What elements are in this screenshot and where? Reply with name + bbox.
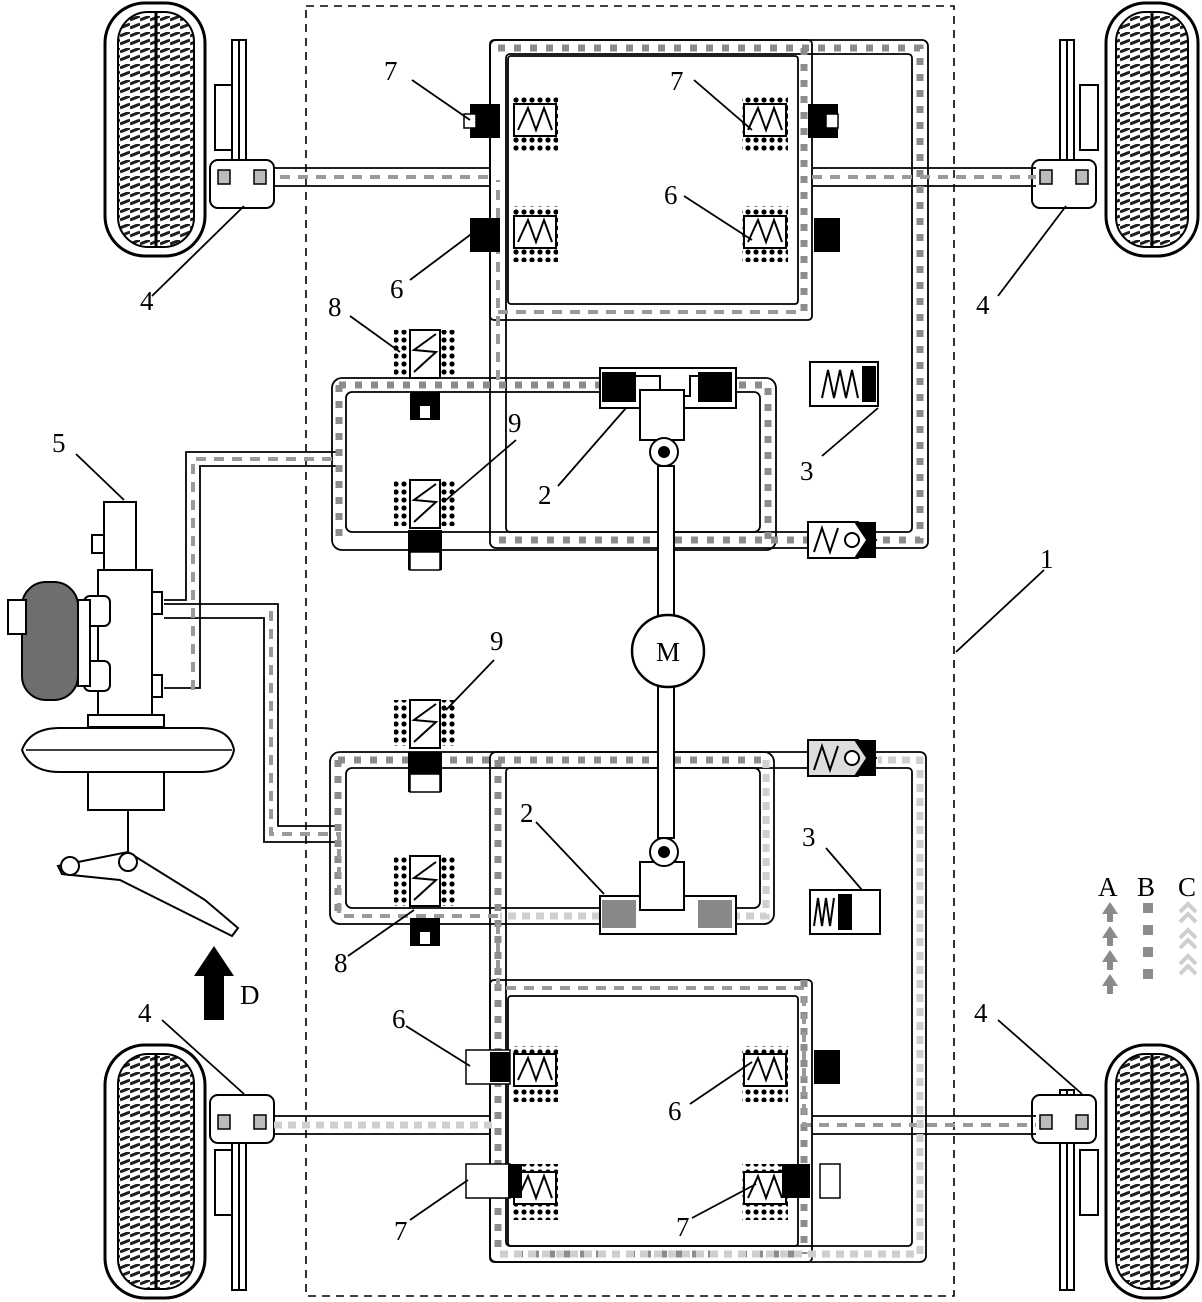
label-wheel-rl: 4 [138, 998, 152, 1028]
master-cylinder-assembly [7, 501, 240, 938]
label-hcu: 1 [1040, 544, 1054, 574]
wheel-rear-left [103, 1043, 275, 1300]
motor: M [630, 613, 706, 689]
label-isolation-upper: 8 [328, 292, 342, 322]
pipework [164, 39, 1036, 1263]
label-outlet-valve-rr: 7 [676, 1212, 690, 1242]
label-outlet-valve-rl: 7 [394, 1216, 408, 1246]
legend-label-a: A [1098, 872, 1118, 902]
hcu-boundary [305, 5, 955, 1297]
outlet-valve-rr [742, 1163, 841, 1220]
callout-labels: 1 5 7 7 6 6 4 4 8 9 2 3 9 2 3 8 4 4 6 6 … [52, 56, 1054, 1246]
outlet-valve-fr [742, 96, 839, 152]
label-wheel-rr: 4 [974, 998, 988, 1028]
legend-swatch-a [1102, 902, 1118, 994]
label-priming-upper: 9 [508, 408, 522, 438]
check-valve-lower [807, 739, 878, 777]
motor-label: M [656, 637, 680, 667]
legend: A B C [1098, 872, 1198, 994]
label-isolation-lower: 8 [334, 948, 348, 978]
legend-swatch-c [1178, 901, 1198, 976]
leader-lines [75, 79, 1083, 1221]
wheel-rear-right [1031, 1043, 1200, 1300]
label-priming-lower: 9 [490, 626, 504, 656]
wheel-front-right [1031, 1, 1200, 258]
legend-label-c: C [1178, 872, 1196, 902]
accumulator-upper [809, 361, 879, 407]
legend-swatch-b [1143, 903, 1153, 979]
label-inlet-valve-fl: 6 [390, 274, 404, 304]
inlet-valve-rl [465, 1046, 558, 1102]
label-wheel-fr: 4 [976, 290, 990, 320]
pump-unit-upper [599, 367, 737, 619]
inlet-valve-rr [742, 1046, 840, 1102]
isolation-valve-upper [394, 329, 456, 420]
label-outlet-valve-fr: 7 [670, 66, 684, 96]
legend-label-b: B [1137, 872, 1155, 902]
valve-group [394, 96, 881, 1220]
pump-unit-lower [599, 685, 737, 935]
accumulator-lower [809, 889, 881, 935]
flow-a-lines [191, 175, 1036, 1127]
flow-c-lines [274, 756, 924, 1258]
priming-valve-lower [394, 699, 456, 793]
label-inlet-valve-rr: 6 [668, 1096, 682, 1126]
label-accumulator-upper: 3 [800, 456, 814, 486]
direction-label: D [240, 980, 260, 1010]
label-pump-upper: 2 [538, 480, 552, 510]
wheel-front-left [103, 1, 275, 258]
outlet-valve-rl [465, 1163, 558, 1220]
label-pump-lower: 2 [520, 798, 534, 828]
booster-diaphragm [21, 581, 79, 701]
label-master-cylinder: 5 [52, 428, 66, 458]
outlet-valve-fl [463, 96, 558, 152]
label-inlet-valve-fr: 6 [664, 180, 678, 210]
isolation-valve-lower [394, 855, 456, 946]
check-valve-upper [807, 521, 878, 559]
direction-arrow-icon [194, 946, 234, 1020]
label-accumulator-lower: 3 [802, 822, 816, 852]
inlet-valve-fr [742, 206, 840, 262]
priming-valve-upper [394, 479, 456, 571]
inlet-valve-fl [470, 206, 558, 262]
label-inlet-valve-rl: 6 [392, 1004, 406, 1034]
label-wheel-fl: 4 [140, 286, 154, 316]
label-outlet-valve-fl: 7 [384, 56, 398, 86]
